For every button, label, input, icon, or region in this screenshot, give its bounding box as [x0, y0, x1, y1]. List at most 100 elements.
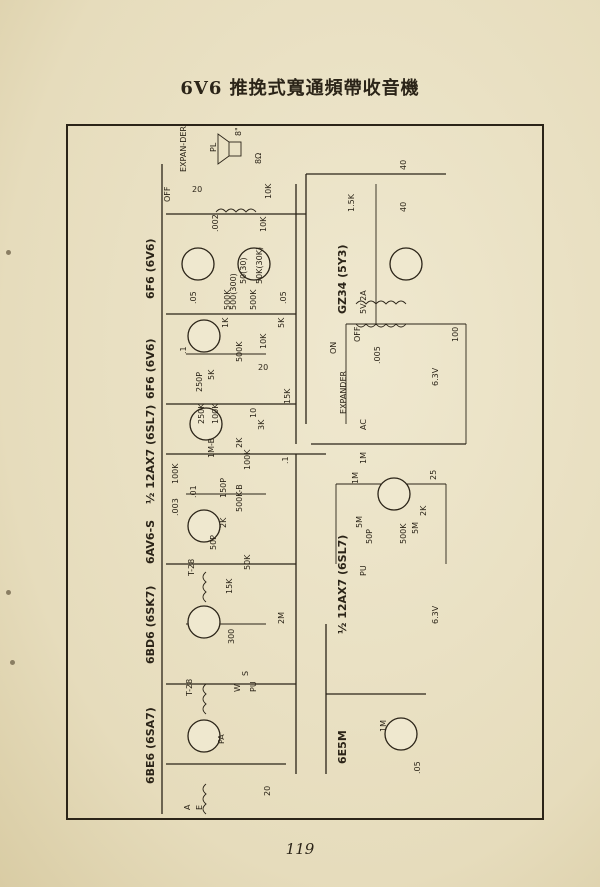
label-c150p: 150P	[219, 478, 228, 498]
label-r1m-b: 1M	[359, 452, 368, 464]
label-c250p: 250P	[195, 372, 204, 392]
label-pu: PU	[249, 681, 258, 692]
label-r50k: 50K	[243, 554, 252, 570]
label-r50-30: 50(30)	[239, 257, 248, 284]
schematic-frame	[66, 124, 544, 820]
speaker-icon	[228, 141, 242, 157]
label-r10k-b: 10K	[259, 216, 268, 232]
label-r2k: 2K	[235, 437, 244, 448]
antenna-coil	[202, 783, 207, 815]
label-on: ON	[329, 342, 338, 354]
label-off-top: OFF	[163, 186, 172, 202]
label-r5k: 5K	[277, 317, 286, 328]
label-r300: 300	[227, 629, 236, 644]
punch-hole	[6, 590, 11, 595]
label-w: W	[233, 684, 242, 692]
label-v5-2a: 5V 2A	[359, 290, 368, 314]
label-off: OFF	[353, 326, 362, 342]
transformer-coil	[355, 323, 407, 328]
label-r500-300: 500(300)	[229, 273, 238, 310]
label-r100: 100	[451, 327, 460, 342]
page-title: 6V6 推挽式寬通頻帶收音機	[180, 78, 420, 99]
tube-symbol	[187, 605, 221, 639]
tube-label-12ax7a: ½ 12AX7 (6SL7)	[144, 405, 157, 504]
label-t28a: T-28	[187, 559, 196, 577]
page-number: 119	[285, 840, 315, 858]
label-r5k-b: 5K	[207, 369, 216, 380]
label-c05-c: .05	[413, 761, 422, 774]
label-r10k-c: 10K	[259, 333, 268, 349]
label-r15k-b: 15K	[225, 578, 234, 594]
label-r1k: 1K	[221, 317, 230, 328]
speaker-icon	[217, 133, 230, 165]
label-c002: .002	[211, 214, 220, 232]
label-r1m: 1M	[351, 472, 360, 484]
label-speaker-8: 8"	[234, 127, 243, 136]
label-expander: EXPANDER	[339, 370, 348, 414]
tube-label-6f6a: 6F6 (6V6)	[144, 238, 157, 299]
transformer-coil	[202, 683, 207, 715]
label-ant-a: A	[183, 804, 192, 810]
label-c50p-b: 50P	[365, 529, 374, 544]
label-c005: .005	[373, 346, 382, 364]
punch-hole	[6, 250, 11, 255]
tube-label-gz34: GZ34 (5Y3)	[336, 245, 349, 314]
transformer-coil	[202, 571, 207, 603]
tube-symbol	[187, 319, 221, 353]
label-c05-a: .05	[189, 291, 198, 304]
label-r100k-c: 100K	[171, 463, 180, 484]
label-v63b: 6.3V	[431, 605, 440, 624]
label-r250k: 250K	[197, 403, 206, 424]
label-r2k-c: 2K	[419, 505, 428, 516]
label-r100k-b: 100K	[243, 449, 252, 470]
label-r2k-b: 2K	[219, 517, 228, 528]
label-s: S	[241, 671, 250, 676]
label-pa: PA	[217, 734, 226, 744]
label-r20b: 20	[258, 363, 268, 372]
label-r25: 25	[429, 470, 438, 480]
label-r500k-b: 500K	[249, 289, 258, 310]
label-c50p: 50P	[209, 535, 218, 550]
label-r500k-c: 500K	[235, 341, 244, 362]
tube-symbol	[389, 247, 423, 281]
label-r5m: 5M	[355, 516, 364, 528]
label-r15k-c: 1.5K	[347, 193, 356, 212]
label-r500k-a: 500K	[223, 289, 232, 310]
label-r1m-c: 1M	[379, 720, 388, 732]
label-c003: .003	[171, 498, 180, 516]
tube-label-6av6: 6AV6-S	[144, 520, 157, 564]
label-c01: .1	[179, 346, 188, 354]
tube-symbol	[189, 407, 223, 441]
label-r500k-e: 500K	[399, 523, 408, 544]
label-r10k-a: 10K	[264, 183, 273, 199]
label-expander-top: EXPAN-DER	[179, 126, 188, 172]
punch-hole	[10, 660, 15, 665]
label-r20c: 20	[263, 786, 272, 796]
label-r15k: 15K	[283, 388, 292, 404]
label-r100k: 100K	[211, 403, 220, 424]
label-8ohm: 8Ω	[254, 153, 263, 164]
label-c40a: 40	[399, 160, 408, 170]
label-r3k: 3K	[257, 419, 266, 430]
tube-label-6be6: 6BE6 (6SA7)	[144, 707, 157, 784]
transformer-coil	[215, 208, 257, 213]
label-r5m-b: 5M	[411, 522, 420, 534]
label-pu-b: PU	[359, 565, 368, 576]
label-c1: .1	[281, 456, 290, 464]
tube-label-6bd6: 6BD6 (6SK7)	[144, 586, 157, 664]
label-r2m: 2M	[277, 612, 286, 624]
label-c01b: .01	[189, 485, 198, 498]
label-c40b: 40	[399, 202, 408, 212]
schematic-diagram: 6F6 (6V6) 6F6 (6V6) ½ 12AX7 (6SL7) 6AV6-…	[144, 126, 467, 815]
label-pl: PL	[209, 142, 218, 152]
transformer-coil	[355, 300, 407, 305]
label-v63: 6.3V	[431, 367, 440, 386]
label-r10: 10	[249, 408, 258, 418]
label-r20: 20	[192, 185, 202, 194]
label-t28b: T-28	[185, 679, 194, 697]
tube-label-12ax7b: ½ 12AX7 (6SL7)	[336, 535, 349, 634]
tube-label-6f6b: 6F6 (6V6)	[144, 338, 157, 399]
tube-symbol	[384, 717, 418, 751]
tube-symbol	[187, 509, 221, 543]
